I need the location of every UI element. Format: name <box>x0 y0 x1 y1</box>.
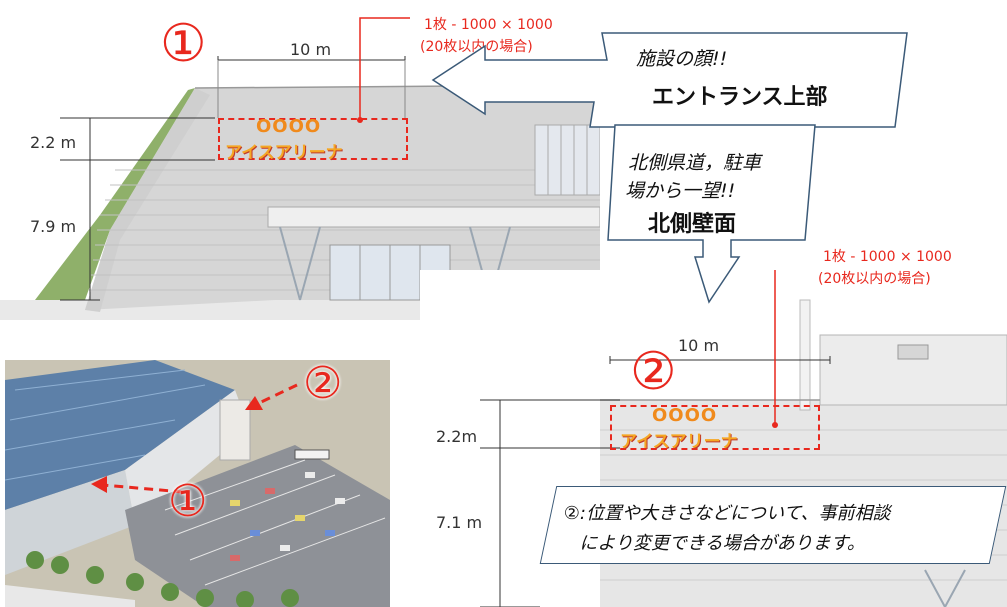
height-lower-label: 7.9 m <box>30 217 77 236</box>
panel-spec-2-line1: 1枚 - 1000 × 1000 <box>823 249 952 265</box>
north-wall-callout-line1: 北側県道，駐車 <box>628 152 762 174</box>
aerial-view-drawing <box>5 360 390 607</box>
width-dimension-label: 10 m <box>290 40 332 59</box>
sign-area-2: OOOO アイスアリーナ <box>610 405 820 452</box>
entrance-callout-line1: 施設の顔!! <box>636 48 728 70</box>
elevation-panel-1: ① 10 m 2.2 m 7.9 m 1枚 - 1000 × 1000 (20枚… <box>0 0 600 320</box>
entrance-callout-line2: エントランス上部 <box>652 85 828 110</box>
sign-text-top: OOOO <box>256 116 322 137</box>
north-wall-callout-line3: 北側壁面 <box>648 212 737 237</box>
aerial-view: ① ② <box>5 360 390 607</box>
aerial-marker-2: ② <box>303 358 343 409</box>
panel-spec-line2: (20枚以内の場合) <box>420 39 533 55</box>
aerial-marker-1: ① <box>168 476 208 527</box>
sign-area: OOOO アイスアリーナ <box>218 116 408 163</box>
height-upper-label-2: 2.2m <box>436 427 478 446</box>
sign-text-bottom-2: アイスアリーナ <box>620 432 738 452</box>
entrance-callout-shape <box>431 32 908 128</box>
consultation-note: ②:位置や大きさなどについて、事前相談 により変更できる場合があります。 <box>539 486 1007 564</box>
panel-spec-2-line2: (20枚以内の場合) <box>818 271 931 287</box>
north-wall-marker: ② <box>630 342 677 402</box>
entrance-elevation-drawing <box>0 17 600 320</box>
panel-spec-line1: 1枚 - 1000 × 1000 <box>424 17 553 33</box>
consultation-note-line1: ②:位置や大きさなどについて、事前相談 <box>563 503 891 524</box>
height-upper-label: 2.2 m <box>30 133 77 152</box>
north-wall-callout-shape <box>607 124 816 304</box>
sign-text-top-2: OOOO <box>652 405 718 426</box>
consultation-note-line2: により変更できる場合があります。 <box>579 533 865 554</box>
north-wall-callout-line2: 場から一望!! <box>625 180 736 202</box>
height-lower-label-2: 7.1 m <box>436 513 483 532</box>
width-dimension-label-2: 10 m <box>678 336 720 355</box>
entrance-marker: ① <box>160 14 207 74</box>
sign-text-bottom: アイスアリーナ <box>225 143 343 163</box>
